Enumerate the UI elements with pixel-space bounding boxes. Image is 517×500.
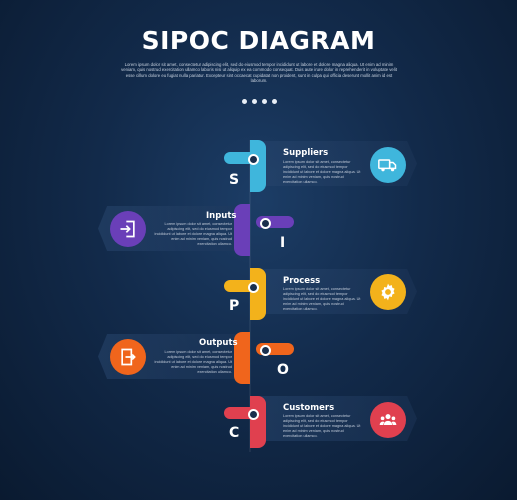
customers-bar [250,396,266,448]
process-description: Lorem ipsum dolor sit amet, consectetur … [283,287,361,311]
inputs-title: Inputs [206,211,237,221]
inputs-description: Lorem ipsum dolor sit amet, consectetur … [154,222,232,246]
dot [262,99,267,104]
customers-title: Customers [283,403,335,413]
suppliers-icon-circle [370,147,406,183]
outputs-description: Lorem ipsum dolor sit amet, consectetur … [154,350,232,374]
pagination-dots [242,99,277,104]
outputs-bar [234,332,250,384]
outputs-icon-circle [110,339,146,375]
process-title: Process [283,276,321,286]
process-bar [250,268,266,320]
suppliers-bar [250,140,266,192]
inputs-letter: I [280,235,286,251]
login-arrow-icon [120,220,135,238]
delivery-truck-icon [378,159,397,172]
suppliers-letter: S [229,172,240,188]
customers-letter: C [229,425,240,441]
outputs-letter: O [277,362,289,378]
inputs-knob [260,218,271,229]
inputs-icon-circle [110,211,146,247]
suppliers-title: Suppliers [283,148,329,158]
process-letter: P [229,298,240,314]
process-knob [248,282,259,293]
dot [252,99,257,104]
inputs-bar [234,204,250,256]
dot [272,99,277,104]
customers-knob [248,409,259,420]
gear-icon [381,283,395,301]
page-title: SIPOC DIAGRAM [141,26,376,55]
page-subtitle: Lorem ipsum dolor sit amet, consectetur … [121,62,397,84]
user-group-icon [379,414,397,425]
customers-icon-circle [370,402,406,438]
process-icon-circle [370,274,406,310]
outputs-title: Outputs [199,338,238,348]
suppliers-knob [248,154,259,165]
customers-description: Lorem ipsum dolor sit amet, consectetur … [283,414,361,438]
dot [242,99,247,104]
suppliers-description: Lorem ipsum dolor sit amet, consectetur … [283,160,361,184]
outputs-knob [260,345,271,356]
exit-door-icon [121,348,136,366]
